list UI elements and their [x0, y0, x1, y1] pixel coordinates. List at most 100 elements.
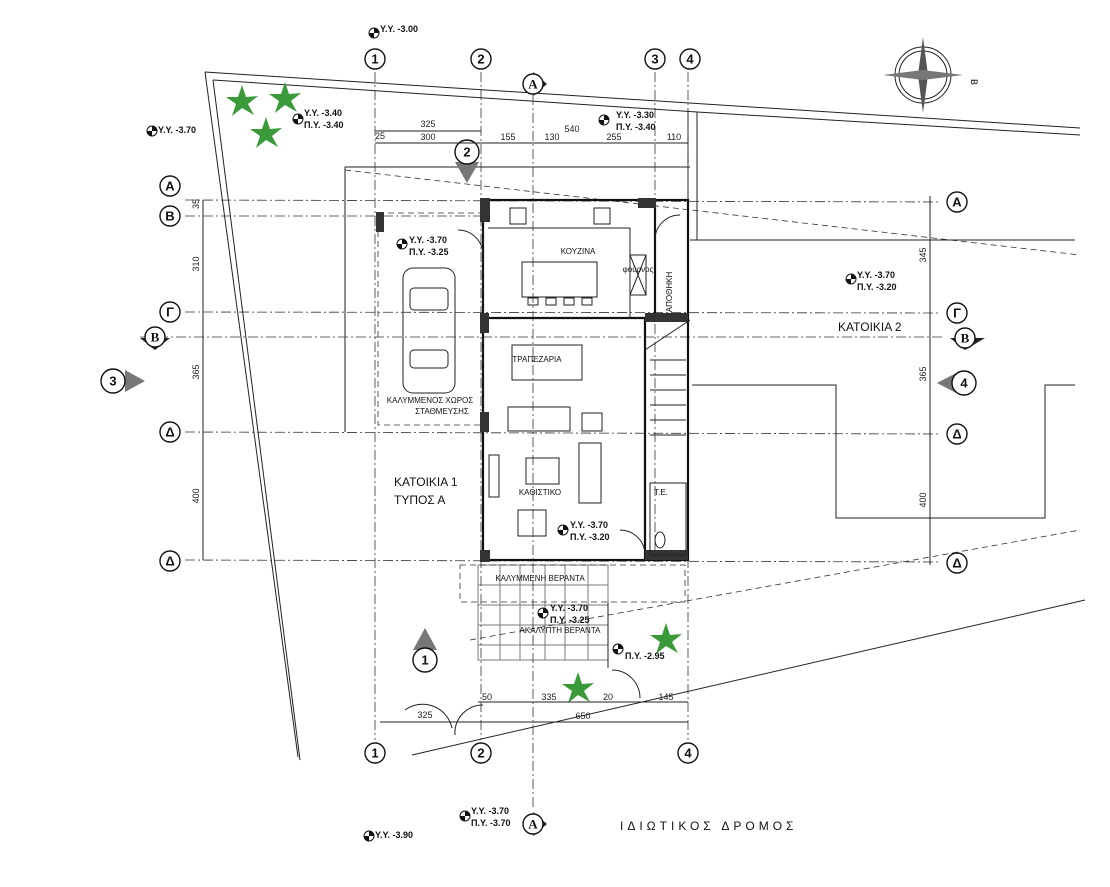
level-text: Υ.Υ. -3.30 — [616, 110, 654, 120]
dimension-label: 20 — [603, 692, 613, 702]
view-4-label: 4 — [960, 376, 968, 391]
room-label-storage: ΑΠΟΘΗΚΗ — [665, 272, 674, 313]
level-text: Π.Υ. -3.20 — [570, 532, 610, 542]
section-b-label: Β — [151, 330, 160, 345]
plant-icon — [562, 672, 594, 703]
dimension-lines — [202, 130, 931, 723]
room-label-kitchen: ΚΟΥΖΙΝΑ — [561, 247, 596, 256]
level-markers: Υ.Υ. -3.00 Υ.Υ. -3.40Π.Υ. -3.40 Υ.Υ. -3.… — [146, 24, 897, 842]
dimension-label: 145 — [658, 692, 673, 702]
house-1-label: ΚΑΤΟΙΚΙΑ 1 — [394, 475, 458, 489]
cooktop — [509, 207, 527, 225]
room-label-oven: φούρνος — [623, 265, 654, 274]
level-text: Υ.Υ. -3.00 — [380, 24, 418, 34]
armchair — [517, 509, 547, 537]
dimension-label: 110 — [667, 132, 681, 142]
section-markers: Α Α Β Β 1 2 3 4 — [100, 72, 985, 836]
level-marker: Υ.Υ. -3.70Π.Υ. -3.25 — [537, 603, 590, 625]
grid-label-b: Β — [165, 209, 174, 224]
plant-icon — [269, 82, 301, 113]
level-text: Π.Υ. -3.40 — [304, 120, 344, 130]
level-marker: Υ.Υ. -3.70Π.Υ. -3.70 — [459, 806, 511, 828]
level-marker: Υ.Υ. -3.40Π.Υ. -3.40 — [292, 108, 344, 130]
section-a-label: Α — [528, 77, 538, 92]
room-label-dining: ΤΡΑΠΕΖΑΡΙΑ — [512, 355, 562, 364]
house-2-outline — [690, 239, 1075, 519]
section-a-label: Α — [528, 817, 538, 832]
dining-table — [511, 344, 583, 381]
tv-unit — [488, 454, 500, 498]
level-marker: Υ.Υ. -3.70 — [146, 125, 196, 137]
level-marker: Υ.Υ. -3.90 — [363, 830, 413, 842]
room-label-wc: Τ.Ε. — [654, 488, 668, 497]
dimension-label: 130 — [544, 132, 559, 142]
oven — [629, 254, 647, 296]
dimension-label: 35 — [191, 199, 201, 209]
north-label: Β — [969, 79, 979, 85]
level-text: Υ.Υ. -3.70 — [857, 270, 895, 280]
toilet-icon — [654, 531, 666, 549]
level-marker: Υ.Υ. -3.30Π.Υ. -3.40 — [598, 110, 656, 132]
level-text: Π.Υ. -3.40 — [616, 122, 656, 132]
plant-icons — [226, 82, 682, 703]
room-label-living: ΚΑΘΙΣΤΙΚΟ — [519, 488, 561, 497]
room-label-parking: ΣΤΑΘΜΕΥΣΗΣ — [415, 407, 469, 416]
sofa — [578, 442, 602, 504]
plant-icon — [226, 85, 258, 116]
level-text: Π.Υ. -3.20 — [857, 282, 897, 292]
room-label-covered-veranda: ΚΑΛΥΜΜΕΝΗ ΒΕΡΑΝΤΑ — [495, 574, 585, 583]
dimension-label: 650 — [575, 711, 590, 721]
level-text: Υ.Υ. -3.70 — [570, 520, 608, 530]
coffee-table — [525, 457, 560, 485]
level-text: Π.Υ. -3.70 — [471, 818, 511, 828]
view-2-label: 2 — [463, 145, 470, 160]
level-text: Υ.Υ. -3.90 — [375, 830, 413, 840]
grid-label-d: Δ — [165, 425, 174, 440]
dimension-label: 155 — [500, 132, 515, 142]
dimension-label: 325 — [420, 119, 435, 129]
room-label-parking: ΚΑΛΥΜΜΕΝΟΣ ΧΩΡΟΣ — [387, 396, 473, 405]
view-3-label: 3 — [109, 374, 116, 389]
plant-icon — [250, 117, 282, 148]
grid-label-a: Α — [165, 179, 175, 194]
level-text: Υ.Υ. -3.70 — [158, 125, 196, 135]
grid-label-4: 4 — [684, 746, 692, 761]
grid-label-d2: Δ — [952, 556, 961, 571]
level-marker: Υ.Υ. -3.70Π.Υ. -3.20 — [557, 520, 610, 542]
sofa — [507, 406, 571, 432]
grid-label-a: Α — [952, 195, 962, 210]
section-b-label: Β — [961, 331, 970, 346]
dimension-label: 400 — [918, 492, 928, 507]
grid-label-3: 3 — [651, 52, 658, 67]
grid-label-4: 4 — [686, 52, 694, 67]
level-text: Π.Υ. -2.95 — [625, 651, 665, 661]
house-1-type-label: ΤΥΠΟΣ Α — [394, 493, 445, 507]
level-text: Π.Υ. -3.25 — [409, 247, 449, 257]
level-text: Υ.Υ. -3.70 — [409, 235, 447, 245]
level-marker: Υ.Υ. -3.00 — [368, 24, 418, 39]
grid-label-d: Δ — [952, 427, 961, 442]
grid-label-1: 1 — [371, 52, 378, 67]
north-compass-icon: Β — [883, 37, 979, 113]
room-labels: ΚΟΥΖΙΝΑ φούρνος ΑΠΟΘΗΚΗ ΤΡΑΠΕΖΑΡΙΑ ΚΑΘΙΣ… — [387, 247, 902, 833]
dimension-label: 335 — [541, 692, 556, 702]
grid-bubbles: 1 2 3 4 1 2 4 Α Β Γ Δ Δ Α Γ Δ Δ — [159, 48, 968, 764]
house-2-label: ΚΑΤΟΙΚΙΑ 2 — [838, 320, 902, 334]
level-text: Π.Υ. -3.25 — [550, 615, 590, 625]
grid-label-d2: Δ — [165, 554, 174, 569]
grid-label-g: Γ — [166, 305, 174, 320]
room-label-open-veranda: ΑΚΑΛΥΠΤΗ ΒΕΡΑΝΤΑ — [520, 626, 602, 635]
dimension-label: 255 — [606, 132, 621, 142]
dimension-label: 365 — [191, 364, 201, 379]
dimension-label: 50 — [482, 692, 492, 702]
grid-label-g: Γ — [953, 306, 961, 321]
dimension-label: 540 — [564, 124, 579, 134]
level-text: Υ.Υ. -3.70 — [550, 603, 588, 613]
covered-veranda — [459, 564, 686, 603]
plant-icon — [650, 623, 682, 654]
grid-label-2: 2 — [477, 52, 484, 67]
dimension-label: 365 — [918, 366, 928, 381]
wc-room — [649, 482, 687, 556]
dimension-label: 310 — [191, 256, 201, 271]
